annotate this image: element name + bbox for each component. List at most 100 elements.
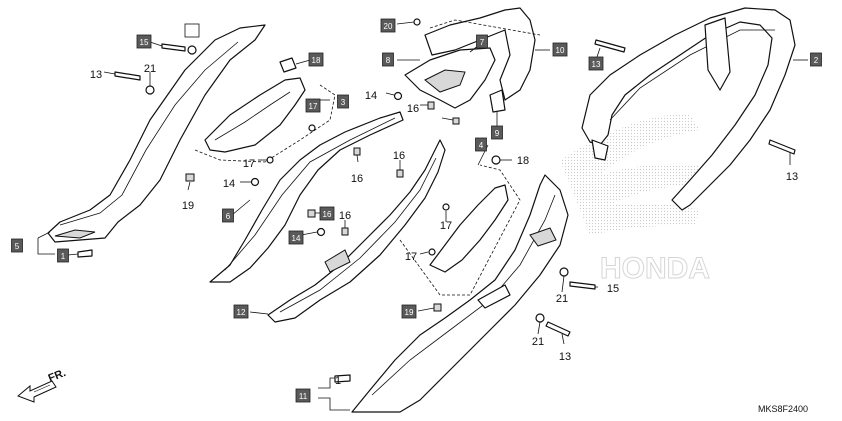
nut-16a-icon xyxy=(307,209,316,218)
part-3-bracket xyxy=(194,57,336,163)
callout-box xyxy=(382,52,394,67)
callout-number: 13 xyxy=(592,60,601,69)
callout-box xyxy=(319,206,335,221)
callout-number: 14 xyxy=(292,234,301,243)
callout-number: 21 xyxy=(556,293,568,305)
callout-box xyxy=(11,238,23,253)
callout-box xyxy=(476,34,488,49)
washer-21c-icon xyxy=(535,313,545,323)
clip-18b-icon xyxy=(491,155,501,165)
callout-c13b: 13 xyxy=(588,56,604,71)
direction-label: FR. xyxy=(47,367,68,385)
callout-number: 12 xyxy=(237,308,246,317)
nut-19b-icon xyxy=(433,303,442,312)
callout-c15b: 15 xyxy=(607,283,619,295)
callout-c3: 3 xyxy=(337,94,349,109)
callout-number: 13 xyxy=(786,171,798,183)
callout-box xyxy=(380,18,396,33)
callout-c20: 20 xyxy=(380,18,396,33)
empty-reference-box xyxy=(184,23,200,38)
callout-number: 17 xyxy=(243,158,255,170)
bolt-15a-icon xyxy=(161,43,186,52)
leader-lines xyxy=(37,21,808,411)
callout-c16e: 16 xyxy=(407,103,419,115)
callout-c17d: 17 xyxy=(405,251,417,263)
bolt-13a-icon xyxy=(114,71,141,81)
callout-number: 5 xyxy=(15,242,20,251)
callout-number: 3 xyxy=(341,98,346,107)
callout-box xyxy=(401,304,417,319)
callout-number: 4 xyxy=(479,141,484,150)
callout-number: 9 xyxy=(495,129,500,138)
part-4-inner-bracket xyxy=(399,164,521,296)
callout-c1a: 1 xyxy=(57,248,69,263)
nut-16b-icon xyxy=(341,227,349,236)
callout-number: 1 xyxy=(61,252,66,261)
clip-1b-icon xyxy=(334,374,351,383)
callout-box xyxy=(57,248,69,263)
callout-number: 1 xyxy=(335,375,341,387)
callout-number: 11 xyxy=(299,392,308,401)
callout-box xyxy=(552,42,568,57)
part-5-side-rail xyxy=(47,24,266,258)
callout-number: 16 xyxy=(407,103,419,115)
callout-box xyxy=(295,388,311,403)
callout-box xyxy=(305,98,321,113)
callout-c18b: 18 xyxy=(517,155,529,167)
callout-box xyxy=(337,94,349,109)
callout-number: 16 xyxy=(339,210,351,222)
nut-16f-icon xyxy=(452,117,460,125)
callout-c14c: 14 xyxy=(365,90,377,102)
callout-c14a: 14 xyxy=(223,178,235,190)
callout-number: 15 xyxy=(140,38,149,47)
callout-box xyxy=(810,52,822,67)
callout-c17c: 17 xyxy=(440,220,452,232)
callout-number: 2 xyxy=(814,56,819,65)
callout-number: 19 xyxy=(405,308,414,317)
callout-number: 13 xyxy=(90,69,102,81)
callout-c4: 4 xyxy=(475,137,487,152)
callout-c16d: 16 xyxy=(393,150,405,162)
callout-number: 6 xyxy=(226,212,231,221)
nut-16d-icon xyxy=(396,169,404,178)
callout-number: 17 xyxy=(309,102,318,111)
bolt-14a-icon xyxy=(250,177,260,187)
callout-number: 16 xyxy=(351,173,363,185)
bolt-15b-icon xyxy=(569,281,596,290)
callout-c21c: 21 xyxy=(532,336,544,348)
part-6-inner-cover xyxy=(209,111,404,283)
bolt-14c-icon xyxy=(393,91,403,101)
bolt-14b-icon xyxy=(316,227,326,237)
callout-number: 7 xyxy=(480,38,485,47)
callout-c5: 5 xyxy=(11,238,23,253)
callout-c13d: 13 xyxy=(559,351,571,363)
callout-number: 20 xyxy=(384,22,393,31)
part-12-lower-rail xyxy=(267,139,446,323)
washer-21a-icon xyxy=(145,85,155,95)
nut-19a-icon xyxy=(185,173,195,182)
front-direction-indicator: FR. xyxy=(17,367,68,403)
callout-number: 17 xyxy=(440,220,452,232)
callout-number: 16 xyxy=(393,150,405,162)
callout-number: 21 xyxy=(532,336,544,348)
callout-number: 18 xyxy=(517,155,529,167)
callout-c11: 11 xyxy=(295,388,311,403)
callout-c13c: 13 xyxy=(786,171,798,183)
part-11-rear-cowl xyxy=(351,174,569,413)
callout-number: 10 xyxy=(556,46,565,55)
callout-c17a: 17 xyxy=(305,98,321,113)
part-7-10-tail-cover xyxy=(404,7,541,113)
callout-c2: 2 xyxy=(810,52,822,67)
callout-c8: 8 xyxy=(382,52,394,67)
callout-c6: 6 xyxy=(222,208,234,223)
washer-21b-icon xyxy=(559,267,569,277)
callout-c19a: 19 xyxy=(182,200,194,212)
callout-c21a: 21 xyxy=(144,63,156,75)
callout-c10: 10 xyxy=(552,42,568,57)
washer-icon xyxy=(187,45,197,55)
callout-number: 14 xyxy=(365,90,377,102)
callout-c16a: 16 xyxy=(319,206,335,221)
callout-c13a: 13 xyxy=(90,69,102,81)
